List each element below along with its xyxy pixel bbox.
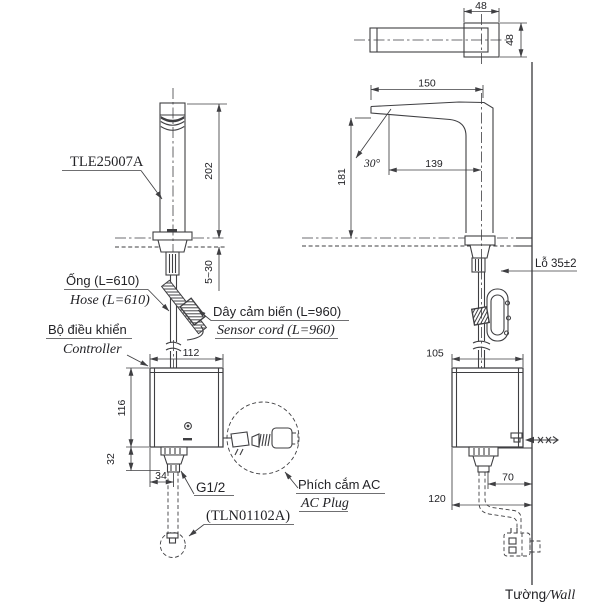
dim-label-105: 105	[426, 348, 444, 360]
inlet-nut	[163, 454, 185, 465]
dim-label-120: 120	[428, 493, 446, 505]
controller-label-vi: Bộ điều khiển	[48, 322, 127, 337]
dim-48-side: 48	[500, 22, 527, 58]
ac-plug-label-en: AC Plug	[300, 496, 349, 511]
faucet-flange	[152, 231, 193, 241]
plan-view: 48 48	[354, 0, 527, 66]
hose-label-vi: Ống (L=610)	[66, 273, 139, 288]
dim-70: 70	[487, 471, 533, 489]
sensor-cord-label-en: Sensor cord (L=960)	[217, 323, 335, 338]
sensor-cord-label-vi: Dây cảm biến (L=960)	[213, 304, 341, 319]
flange-side	[464, 235, 496, 246]
controller-front	[149, 367, 224, 473]
dim-label-181: 181	[336, 168, 348, 186]
ac-plug-label-vi: Phích cắm AC	[298, 477, 380, 492]
front-view: 202 5~30 TLE25007A Ống (L=610) Hose (L=6…	[46, 88, 385, 558]
thread-size-text: G1/2	[196, 480, 225, 495]
ac-adapter-icon	[271, 427, 293, 449]
angle-label: 30°	[363, 158, 381, 170]
controller-label-en: Controller	[63, 342, 122, 357]
hose-label-en: Hose (L=610)	[69, 293, 150, 308]
wall-label-en: /Wall	[545, 588, 575, 603]
faucet-side	[370, 101, 496, 273]
sensor-window	[160, 116, 185, 123]
dim-34: 34	[149, 448, 174, 487]
side-view: 48 48	[302, 0, 577, 603]
dim-181: 181	[336, 117, 371, 239]
sensor-angle: 30°	[355, 108, 392, 170]
dim-150: 150	[370, 78, 484, 100]
sensor-eye	[184, 422, 192, 430]
dim-112: 112	[149, 347, 224, 367]
product-code-text: TLE25007A	[70, 154, 144, 170]
supply-code-label: (TLN01102A)	[188, 508, 294, 537]
dim-label-112: 112	[183, 347, 200, 359]
dim-label-34: 34	[155, 470, 167, 482]
product-label: TLE25007A	[62, 154, 163, 200]
hole-size-text: Lỗ 35±2	[535, 257, 577, 270]
wall-label: Tường/Wall	[505, 587, 575, 603]
dim-202: 202	[187, 103, 227, 239]
hose-label: Ống (L=610) Hose (L=610)	[64, 273, 170, 312]
detail-circle	[226, 401, 300, 475]
ac-plug-label: Phích cắm AC AC Plug	[284, 471, 385, 512]
dim-label-48-side: 48	[504, 34, 516, 46]
dim-116: 116	[116, 367, 149, 448]
hole-label: Lỗ 35±2	[500, 257, 577, 274]
wall-socket	[503, 528, 541, 557]
controller-side	[451, 367, 559, 473]
dim-label-deck: 5~30	[203, 260, 215, 284]
supply-code-text: (TLN01102A)	[206, 508, 290, 524]
plug-icon	[230, 431, 250, 448]
supply-stop-circle	[159, 532, 186, 558]
dim-deck: 5~30	[203, 230, 222, 291]
controller-label: Bộ điều khiển Controller	[46, 322, 149, 367]
faucet-front	[152, 102, 193, 276]
dim-105: 105	[426, 348, 524, 367]
dim-label-48-top: 48	[475, 0, 487, 12]
cord-connector	[470, 305, 491, 326]
hose-side	[470, 272, 512, 368]
sensor-cord-label: Dây cảm biến (L=960) Sensor cord (L=960)	[197, 304, 349, 339]
inlet-nipple	[166, 463, 181, 473]
dim-139: 139	[388, 114, 482, 175]
thread-label: G1/2	[180, 470, 234, 496]
sensor-cord-front	[160, 279, 208, 341]
dim-label-202: 202	[203, 162, 215, 180]
dim-label-139: 139	[425, 158, 443, 170]
dim-32: 32	[105, 446, 160, 471]
dim-48-top: 48	[463, 0, 500, 22]
supply-arrow	[525, 436, 559, 444]
dim-label-150: 150	[418, 78, 436, 90]
ac-plug-detail	[223, 401, 300, 475]
dim-120: 120	[428, 448, 533, 510]
dim-label-70: 70	[502, 472, 514, 484]
dim-label-32: 32	[105, 453, 117, 465]
supply-pipe-front	[159, 472, 186, 558]
wall-label-vi: Tường	[505, 587, 546, 602]
dim-label-116: 116	[116, 399, 128, 416]
